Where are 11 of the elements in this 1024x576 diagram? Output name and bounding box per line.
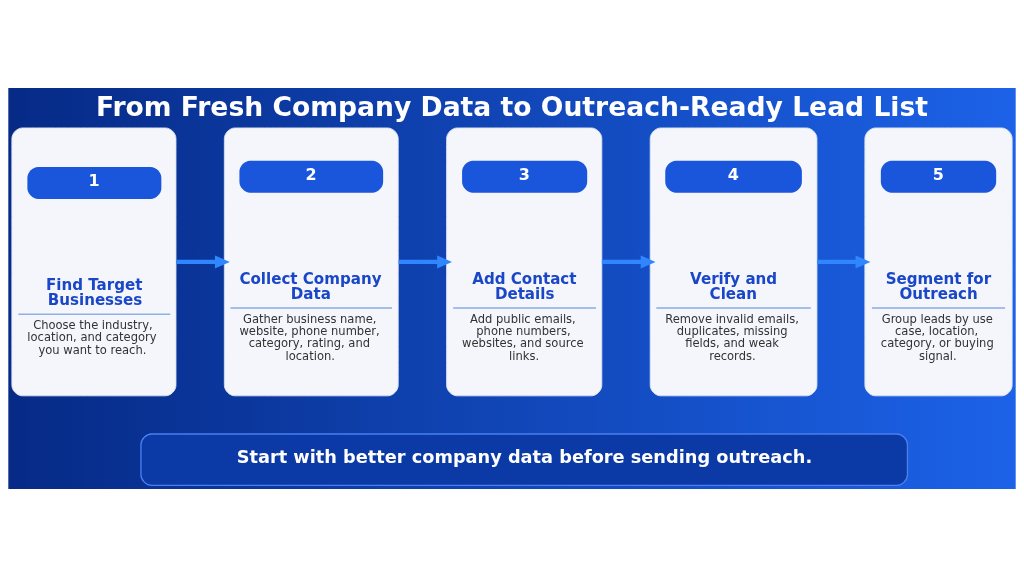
arrow bbox=[601, 254, 656, 268]
node-box: 2 Collect Company Data Gather business name, website, phone number, category, rating, and location. bbox=[223, 126, 399, 396]
node-box: 4 Verify and Clean Remove invalid emails, duplicates, missing fields, and weak records. bbox=[649, 126, 818, 396]
diagram-title: From Fresh Company Data to Outreach-Ready Lead List bbox=[95, 90, 929, 121]
node-box: 3 Add Contact Details Add public emails, phone numbers, websites, and source links. bbox=[446, 126, 603, 396]
arrow bbox=[176, 254, 230, 268]
node-box: 1 Find Target Businesses Choose the industry, location, and category you want to reach. bbox=[11, 126, 177, 396]
node-box: Start with better company data before sending outreach. bbox=[140, 432, 909, 486]
arrow bbox=[817, 254, 871, 268]
arrow bbox=[398, 254, 452, 268]
node-box: 5 Segment for Outreach Group leads by use case, location, category, or buying signal. bbox=[864, 126, 1013, 396]
